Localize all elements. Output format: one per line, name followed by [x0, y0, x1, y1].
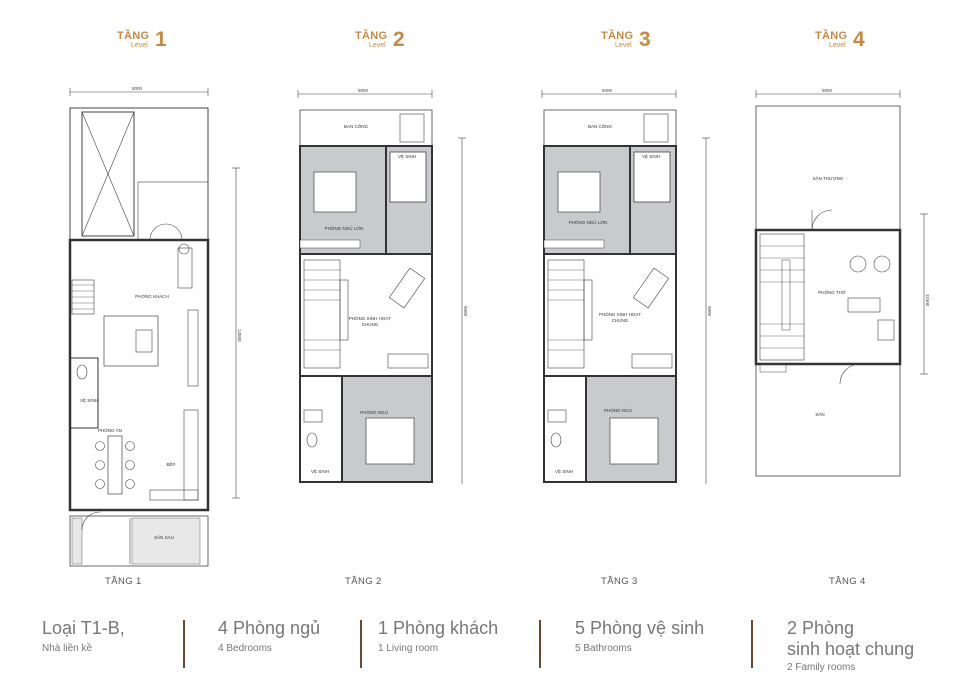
room-label-san-thuong: SÂN THƯỢNG: [813, 175, 844, 181]
level-sub: Level: [131, 42, 148, 49]
level-sub: Level: [829, 42, 846, 49]
level-number: 1: [155, 28, 167, 51]
room-label-phong-ngu-lon: PHÒNG NGỦ LỚN: [325, 225, 364, 231]
stat-bathrooms: 5 Phòng vệ sinh 5 Bathrooms: [575, 618, 704, 654]
room-label-san-sau: SÂN SAU: [154, 534, 174, 540]
stat-family-rooms: 2 Phòng sinh hoạt chung 2 Family rooms: [787, 618, 914, 673]
floor-plan-level-3: 5000 9000 BAN CÔNG VỆ SINH PHÒNG NGỦ LỚN…: [541, 88, 712, 484]
plan-caption-level-2: TẦNG 2: [345, 576, 382, 587]
dimension-width: 5000: [132, 86, 143, 91]
dimension-length: 13500: [237, 329, 242, 342]
room-label-ban-cong: BAN CÔNG: [588, 123, 613, 129]
room-label-phong-ngu: PHÒNG NGỦ: [604, 407, 632, 413]
level-sub: Level: [615, 42, 632, 49]
plan-caption-level-1: TẦNG 1: [105, 576, 142, 587]
level-number: 4: [853, 28, 865, 51]
divider: [751, 620, 753, 668]
dimension-length: 11500: [925, 294, 930, 307]
level-1-heading: TẦNG Level 1: [117, 28, 207, 60]
floor-plan-level-2: 5000 9000 BAN CÔNG VỆ SINH PHÒNG NGỦ LỚN…: [297, 88, 468, 484]
room-label-chung: CHUNG: [612, 318, 629, 323]
room-label-bep: BẾP: [166, 461, 175, 467]
divider: [539, 620, 541, 668]
stat-family-subtitle: 2 Family rooms: [787, 662, 856, 673]
stat-bedrooms-title: 4 Phòng ngủ: [218, 618, 321, 638]
room-label-phong-an: PHÒNG ĂN: [98, 427, 122, 433]
dimension-length: 9000: [707, 306, 712, 317]
level-sub: Level: [369, 42, 386, 49]
dimension-width: 5000: [602, 88, 613, 93]
plan-caption-level-3: TẦNG 3: [601, 576, 638, 587]
room-label-ve-sinh: VỆ SINH: [642, 152, 660, 159]
dimension-width: 5000: [358, 88, 369, 93]
room-label-phong-sinh-hoat: PHÒNG SINH HOẠT: [349, 315, 392, 321]
room-label-phong-khach: PHÒNG KHÁCH: [135, 293, 169, 299]
room-label-san: SÂN: [815, 411, 824, 417]
stat-family-title: 2 Phòng: [787, 618, 855, 638]
dimension-length: 9000: [463, 306, 468, 317]
stat-bathrooms-title: 5 Phòng vệ sinh: [575, 618, 705, 638]
stat-living-room: 1 Phòng khách 1 Living room: [378, 618, 498, 654]
room-label-phong-tho: PHÒNG THỜ: [818, 289, 846, 295]
room-label-phong-ngu: PHÒNG NGỦ: [360, 409, 388, 415]
room-label-ve-sinh: VỆ SINH: [80, 396, 98, 403]
stat-bedrooms-subtitle: 4 Bedrooms: [218, 643, 272, 654]
divider: [183, 620, 185, 668]
dimension-width: 5000: [822, 88, 833, 93]
level-3-heading: TẦNG Level 3: [601, 28, 691, 60]
stat-bathrooms-subtitle: 5 Bathrooms: [575, 643, 632, 654]
stat-type-subtitle: Nhà liền kề: [42, 643, 93, 654]
level-word: TẦNG: [815, 30, 848, 42]
stat-family-title-2: sinh hoạt chung: [787, 639, 915, 659]
plan-caption-level-4: TẦNG 4: [829, 576, 866, 587]
room-label-chung: CHUNG: [362, 322, 379, 327]
level-2-heading: TẦNG Level 2: [355, 28, 445, 60]
room-label-ban-cong: BAN CÔNG: [344, 123, 369, 129]
level-4-heading: TẦNG Level 4: [815, 28, 905, 60]
room-label-phong-sinh-hoat: PHÒNG SINH HOẠT: [599, 311, 642, 317]
stat-type-title: Loại T1-B,: [42, 618, 125, 638]
stat-bedrooms: 4 Phòng ngủ 4 Bedrooms: [218, 618, 320, 654]
room-label-ve-sinh: VỆ SINH: [398, 152, 416, 159]
stat-type: Loại T1-B, Nhà liền kề: [42, 618, 125, 654]
stat-living-subtitle: 1 Living room: [378, 643, 439, 654]
level-number: 3: [639, 28, 651, 51]
floor-plan-level-1: 5000 13500 PHÒNG KHÁCH VỆ SINH PHÒNG ĂN …: [68, 86, 242, 567]
stat-living-title: 1 Phòng khách: [378, 618, 499, 638]
room-label-ve-sinh-2: VỆ SINH: [311, 467, 329, 474]
divider: [360, 620, 362, 668]
level-word: TẦNG: [117, 30, 150, 42]
room-label-phong-ngu-lon: PHÒNG NGỦ LỚN: [569, 219, 608, 225]
room-label-ve-sinh-2: VỆ SINH: [555, 467, 573, 474]
floor-plan-level-4: 5000 11500 SÂN THƯỢNG PHÒNG THỜ SÂN: [754, 88, 930, 477]
level-word: TẦNG: [601, 30, 634, 42]
level-number: 2: [393, 28, 405, 51]
level-word: TẦNG: [355, 30, 388, 42]
